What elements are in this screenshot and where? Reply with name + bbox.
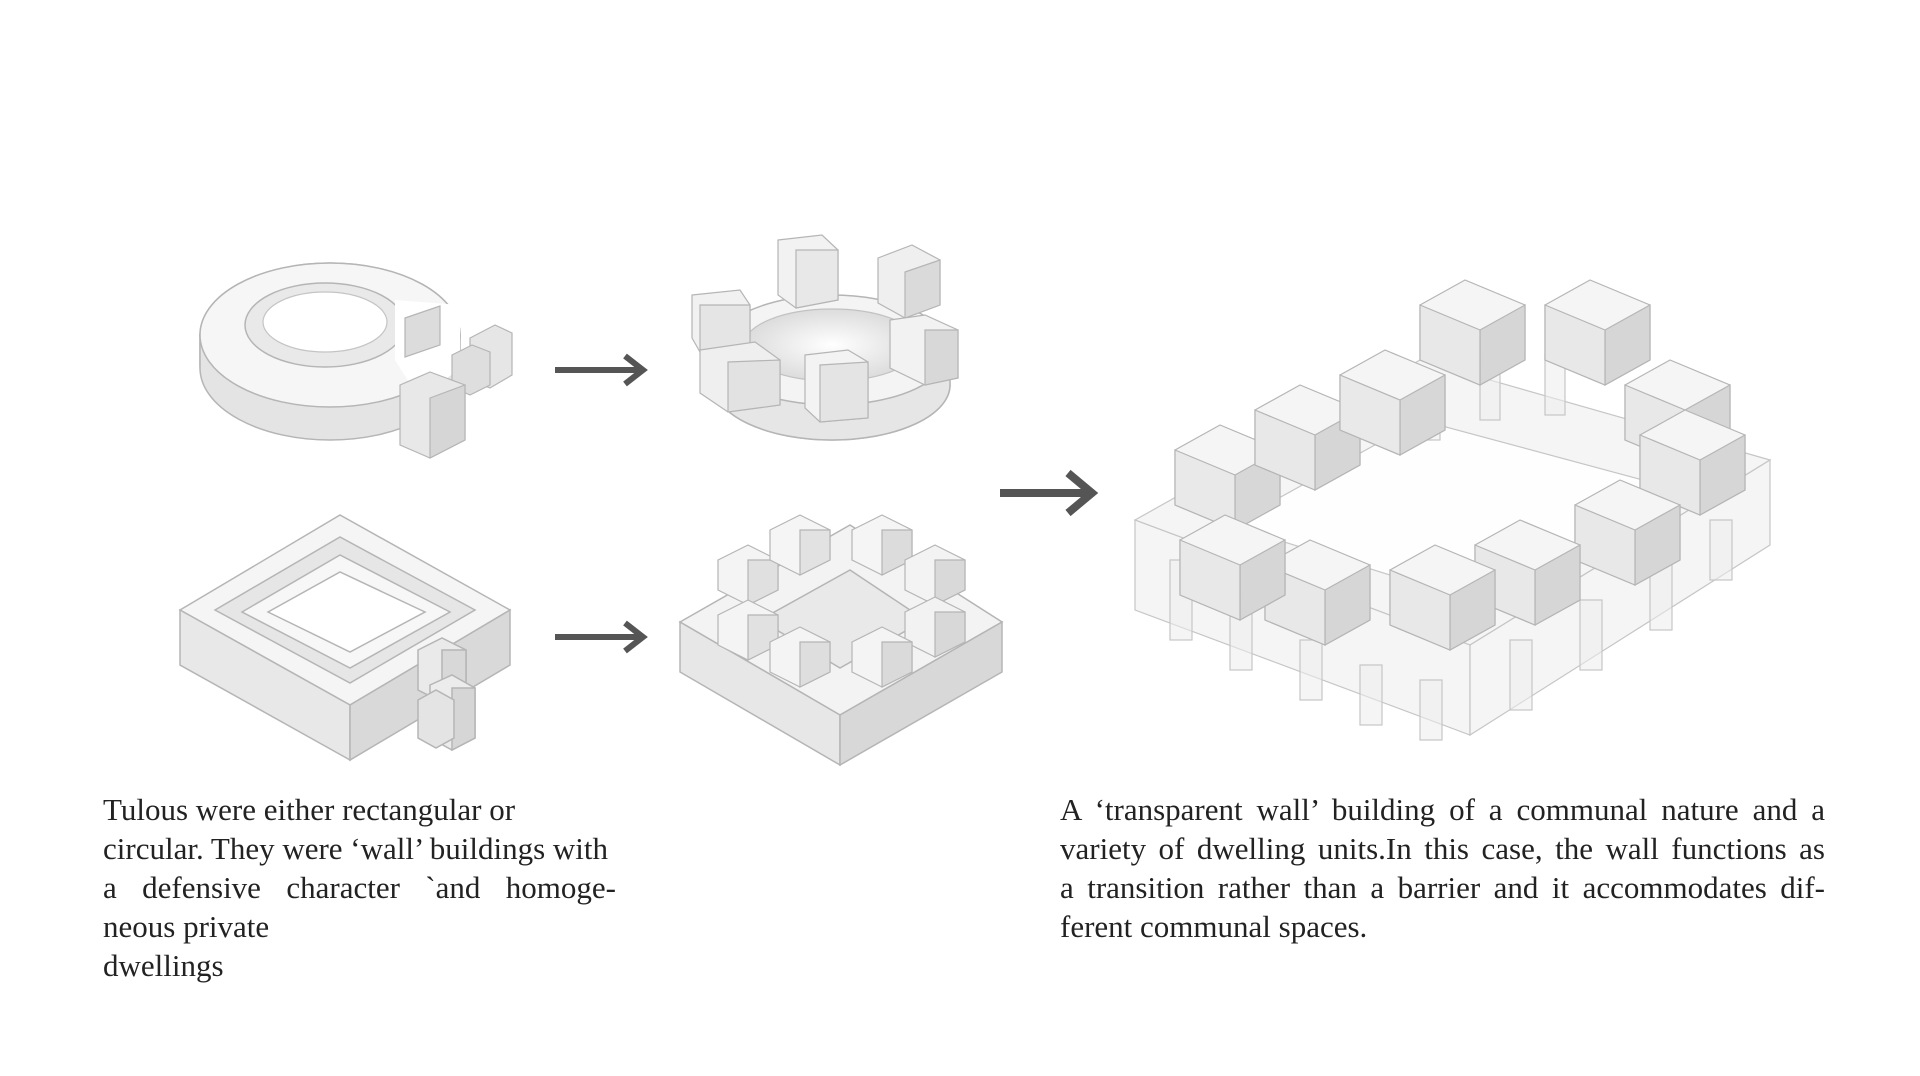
cubes-on-translucent-frame-icon xyxy=(1133,279,1772,741)
right-arrow-icon xyxy=(555,620,648,654)
caption-line: a defensive character `and homoge- xyxy=(103,870,616,905)
caption-line: circular. They were ‘wall’ buildings wit… xyxy=(103,831,609,866)
caption-line: Tulous were either rectangular or xyxy=(103,792,516,827)
caption-traditional-tulou: Tulous were either rectangular or circul… xyxy=(103,790,623,985)
square-wall-with-cubes-icon xyxy=(678,514,1004,767)
caption-line: A ‘transparent wall’ building of a commu… xyxy=(1060,792,1825,827)
circular-tulou-icon xyxy=(199,262,513,459)
caption-line: dwellings xyxy=(103,948,224,983)
right-arrow-icon xyxy=(1000,469,1099,517)
ring-wall-with-cubes-icon xyxy=(691,234,959,441)
square-wall-with-detached-units-icon xyxy=(178,514,512,762)
caption-line: ferent communal spaces. xyxy=(1060,909,1368,944)
caption-line: a transition rather than a barrier and i… xyxy=(1060,870,1825,905)
caption-transparent-wall: A ‘transparent wall’ building of a commu… xyxy=(1060,790,1825,946)
caption-line: neous private xyxy=(103,909,270,944)
right-arrow-icon xyxy=(555,353,648,387)
caption-line: variety of dwelling units.In this case, … xyxy=(1060,831,1825,866)
